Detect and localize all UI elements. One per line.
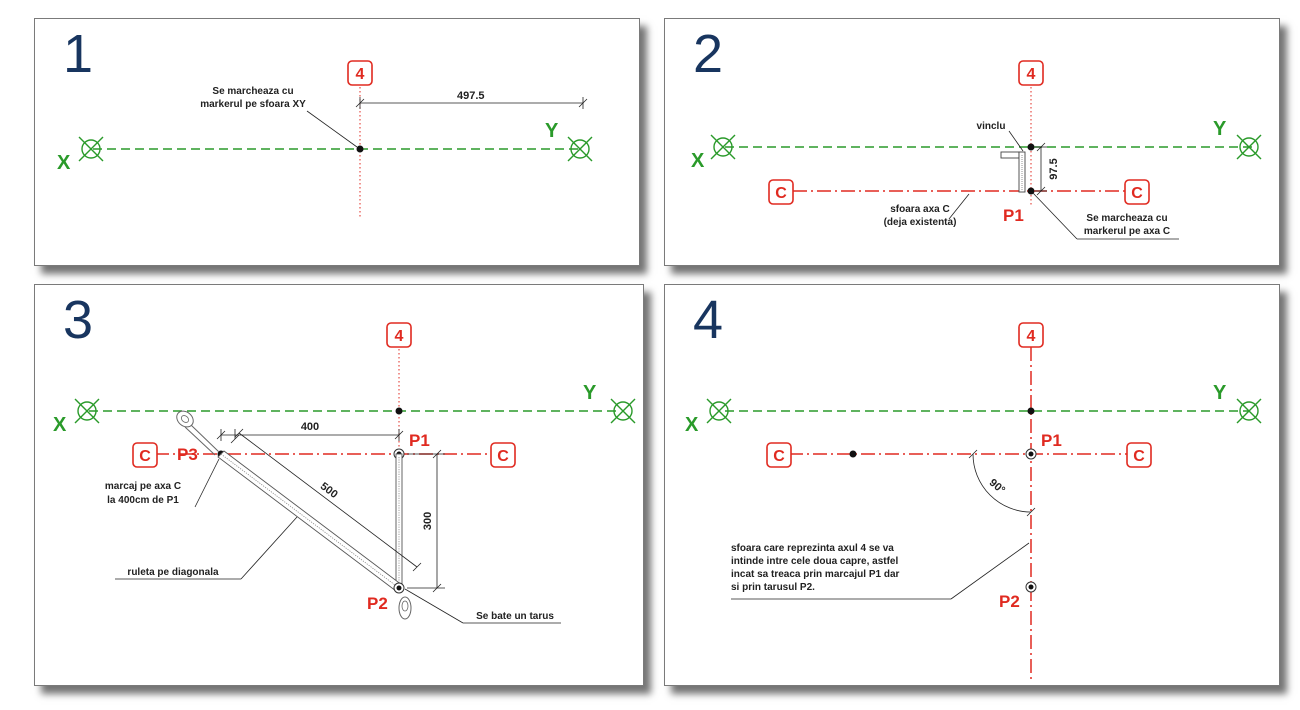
tape-reel-bottom-icon	[398, 596, 412, 620]
tarus-leader	[404, 588, 464, 624]
marker-line-1: Se marcheaza cu	[1086, 213, 1167, 224]
marker-line-2: markerul pe axa C	[1084, 226, 1170, 237]
axis-4-box	[1018, 60, 1044, 86]
marcaj-line-1: marcaj pe axa C	[105, 481, 181, 492]
step-number: 4	[693, 290, 724, 350]
axis-c-left-box	[768, 179, 794, 205]
axis-c-right-label: C	[497, 448, 509, 465]
dimension-400	[216, 429, 404, 444]
axis-y-label: Y	[545, 120, 559, 142]
y-target-icon	[610, 398, 636, 424]
p2-label: P2	[999, 592, 1020, 611]
panel-step-3: 3 4 C C X Y	[34, 284, 644, 686]
axis-c-right-box	[1124, 179, 1150, 205]
tape-reel-top-icon	[176, 410, 220, 456]
axis-y-label: Y	[1213, 382, 1227, 404]
p1-label: P1	[1041, 431, 1062, 450]
dimension-400-value: 400	[301, 421, 319, 433]
dimension-value: 497.5	[457, 90, 485, 102]
axis-4-box	[347, 60, 373, 86]
ruleta-label: ruleta pe diagonala	[127, 567, 219, 578]
note-line-1: sfoara care reprezinta axul 4 se va	[731, 543, 894, 554]
step-2-drawing: 4 C C X Y vinclu	[691, 60, 1262, 240]
sfoara-leader	[948, 193, 970, 220]
axis-y-label: Y	[1213, 118, 1227, 140]
axis-c-right-box	[1126, 442, 1152, 468]
panel-step-1: 1 4 X Y 497.5	[34, 18, 640, 266]
p2-label: P2	[367, 594, 388, 613]
panel-step-4: 4 4 C C X Y	[664, 284, 1280, 686]
dimension-300-value: 300	[422, 512, 434, 530]
axis-4-box	[386, 322, 412, 348]
note-line-1: Se marcheaza cu	[212, 86, 293, 97]
note-line-4: si prin tarusul P2.	[731, 582, 815, 593]
p3-label: P3	[177, 445, 198, 464]
step-number: 1	[63, 24, 94, 84]
square-tool-icon	[1000, 151, 1026, 193]
dimension-500-value: 500	[318, 480, 340, 501]
note-line-2: markerul pe sfoara XY	[200, 99, 306, 110]
marker-point-p1	[1027, 187, 1035, 195]
axis-c-left-box	[132, 442, 158, 468]
axis-c-left-label: C	[775, 185, 787, 202]
dimension-value: 97.5	[1048, 158, 1060, 179]
axis-x-label: X	[691, 150, 705, 172]
axis-4-label: 4	[395, 328, 404, 345]
axis-4-box	[1018, 322, 1044, 348]
y-target-icon	[567, 136, 593, 162]
vinclu-leader	[1008, 130, 1024, 152]
dimension-line	[1035, 142, 1047, 196]
axis-x-label: X	[685, 414, 699, 436]
dimension-300	[407, 449, 445, 593]
marker-point-top	[1027, 143, 1035, 151]
p1-label: P1	[409, 431, 430, 450]
axis-y-label: Y	[583, 382, 597, 404]
x-target-icon	[78, 136, 104, 162]
axis-4-label: 4	[1027, 66, 1036, 83]
step-3-drawing: 4 C C X Y	[53, 322, 636, 624]
note-line-2: intinde intre cele doua capre, astfel	[731, 556, 898, 567]
marker-leader	[1032, 192, 1078, 240]
marcaj-leader	[194, 458, 220, 508]
axis-x-label: X	[57, 152, 71, 174]
note-leader	[306, 110, 358, 148]
dimension-500	[234, 428, 422, 572]
axis-c-left-label: C	[773, 448, 785, 465]
step-number: 3	[63, 290, 94, 350]
axis-c-left-label: C	[139, 448, 151, 465]
step-1-drawing: 4 X Y 497.5 Se marcheaza cu markerul p	[57, 60, 593, 217]
step-4-drawing: 4 C C X Y 90° P1 P2	[685, 322, 1262, 683]
sfoara-line-1: sfoara axa C	[890, 204, 949, 215]
axis-4-label: 4	[356, 66, 365, 83]
x-target-icon	[74, 398, 100, 424]
y-target-icon	[1236, 398, 1262, 424]
axis-c-right-label: C	[1131, 185, 1143, 202]
axis-c-left-box	[766, 442, 792, 468]
axis-c-right-label: C	[1133, 448, 1145, 465]
p3-point	[849, 450, 857, 458]
note-line-3: incat sa treaca prin marcajul P1 dar	[731, 569, 900, 580]
marker-point	[356, 145, 364, 153]
axis-4-label: 4	[1027, 328, 1036, 345]
p1-label: P1	[1003, 206, 1024, 225]
marker-point-top	[1027, 407, 1035, 415]
marker-point-top	[395, 407, 403, 415]
dimension-line	[355, 97, 588, 109]
panel-step-2: 2 4 C C X Y vinclu	[664, 18, 1280, 266]
step-number: 2	[693, 24, 724, 84]
right-angle-arc	[972, 453, 1032, 513]
vinclu-label: vinclu	[977, 121, 1006, 132]
axis-c-right-box	[490, 442, 516, 468]
y-target-icon	[1236, 134, 1262, 160]
marcaj-line-2: la 400cm de P1	[107, 495, 179, 506]
x-target-icon	[710, 134, 736, 160]
axis-x-label: X	[53, 414, 67, 436]
x-target-icon	[706, 398, 732, 424]
sfoara-line-2: (deja existenta)	[884, 217, 957, 228]
angle-value: 90°	[987, 477, 1007, 497]
tarus-label: Se bate un tarus	[476, 611, 554, 622]
